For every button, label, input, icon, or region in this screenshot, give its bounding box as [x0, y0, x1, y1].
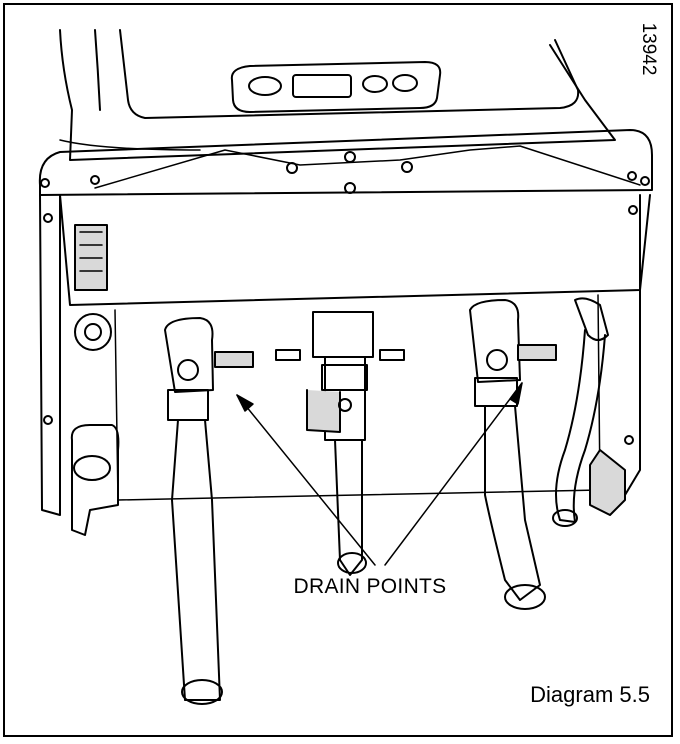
drawing-reference-number: 13942 [638, 22, 659, 76]
front-bezel [38, 129, 653, 196]
boiler-top-casing [59, 29, 616, 161]
diagram-frame [3, 3, 673, 737]
diagram-caption: Diagram 5.5 [530, 682, 650, 707]
right-pipe-valve [469, 299, 557, 610]
drain-points-label: DRAIN POINTS [293, 575, 447, 598]
right-flexible-hose [552, 297, 626, 527]
left-connector-block [70, 224, 120, 536]
chassis-body [39, 194, 651, 516]
left-pipe-valve [164, 317, 254, 705]
drain-points-leader-lines [236, 382, 523, 566]
middle-pipe-valve [275, 311, 405, 576]
control-panel [230, 61, 442, 113]
